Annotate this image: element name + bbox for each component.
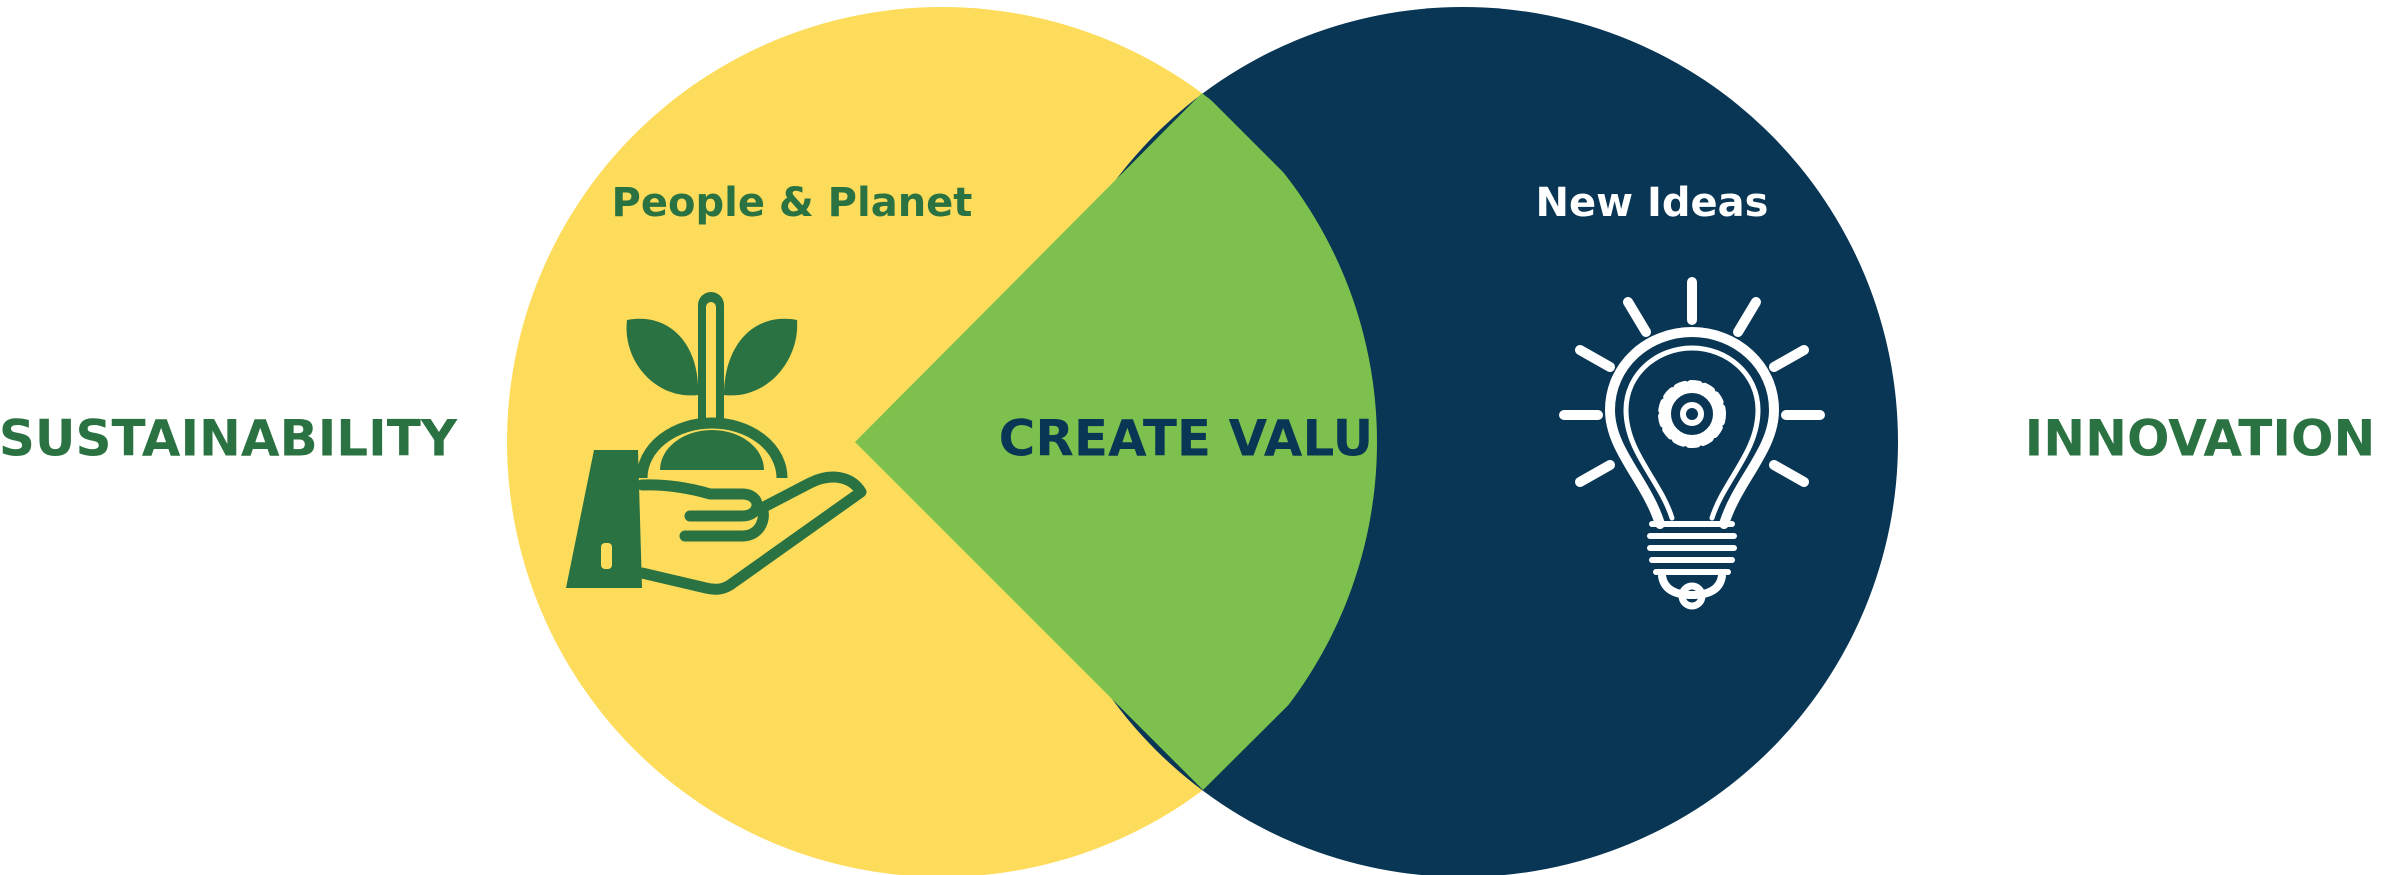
lightbulb-gear-icon (1559, 277, 1825, 610)
people-planet-title: People & Planet (612, 180, 973, 226)
new-ideas-title: New Ideas (1536, 180, 1769, 226)
overlap-region (855, 92, 1377, 790)
hand-holding-plant-icon (566, 292, 867, 595)
sustainability-label: SUSTAINABILITY (0, 410, 458, 468)
innovation-label: INNOVATION (2025, 410, 2376, 468)
create-value-label: CREATE VALUE (999, 410, 1408, 468)
